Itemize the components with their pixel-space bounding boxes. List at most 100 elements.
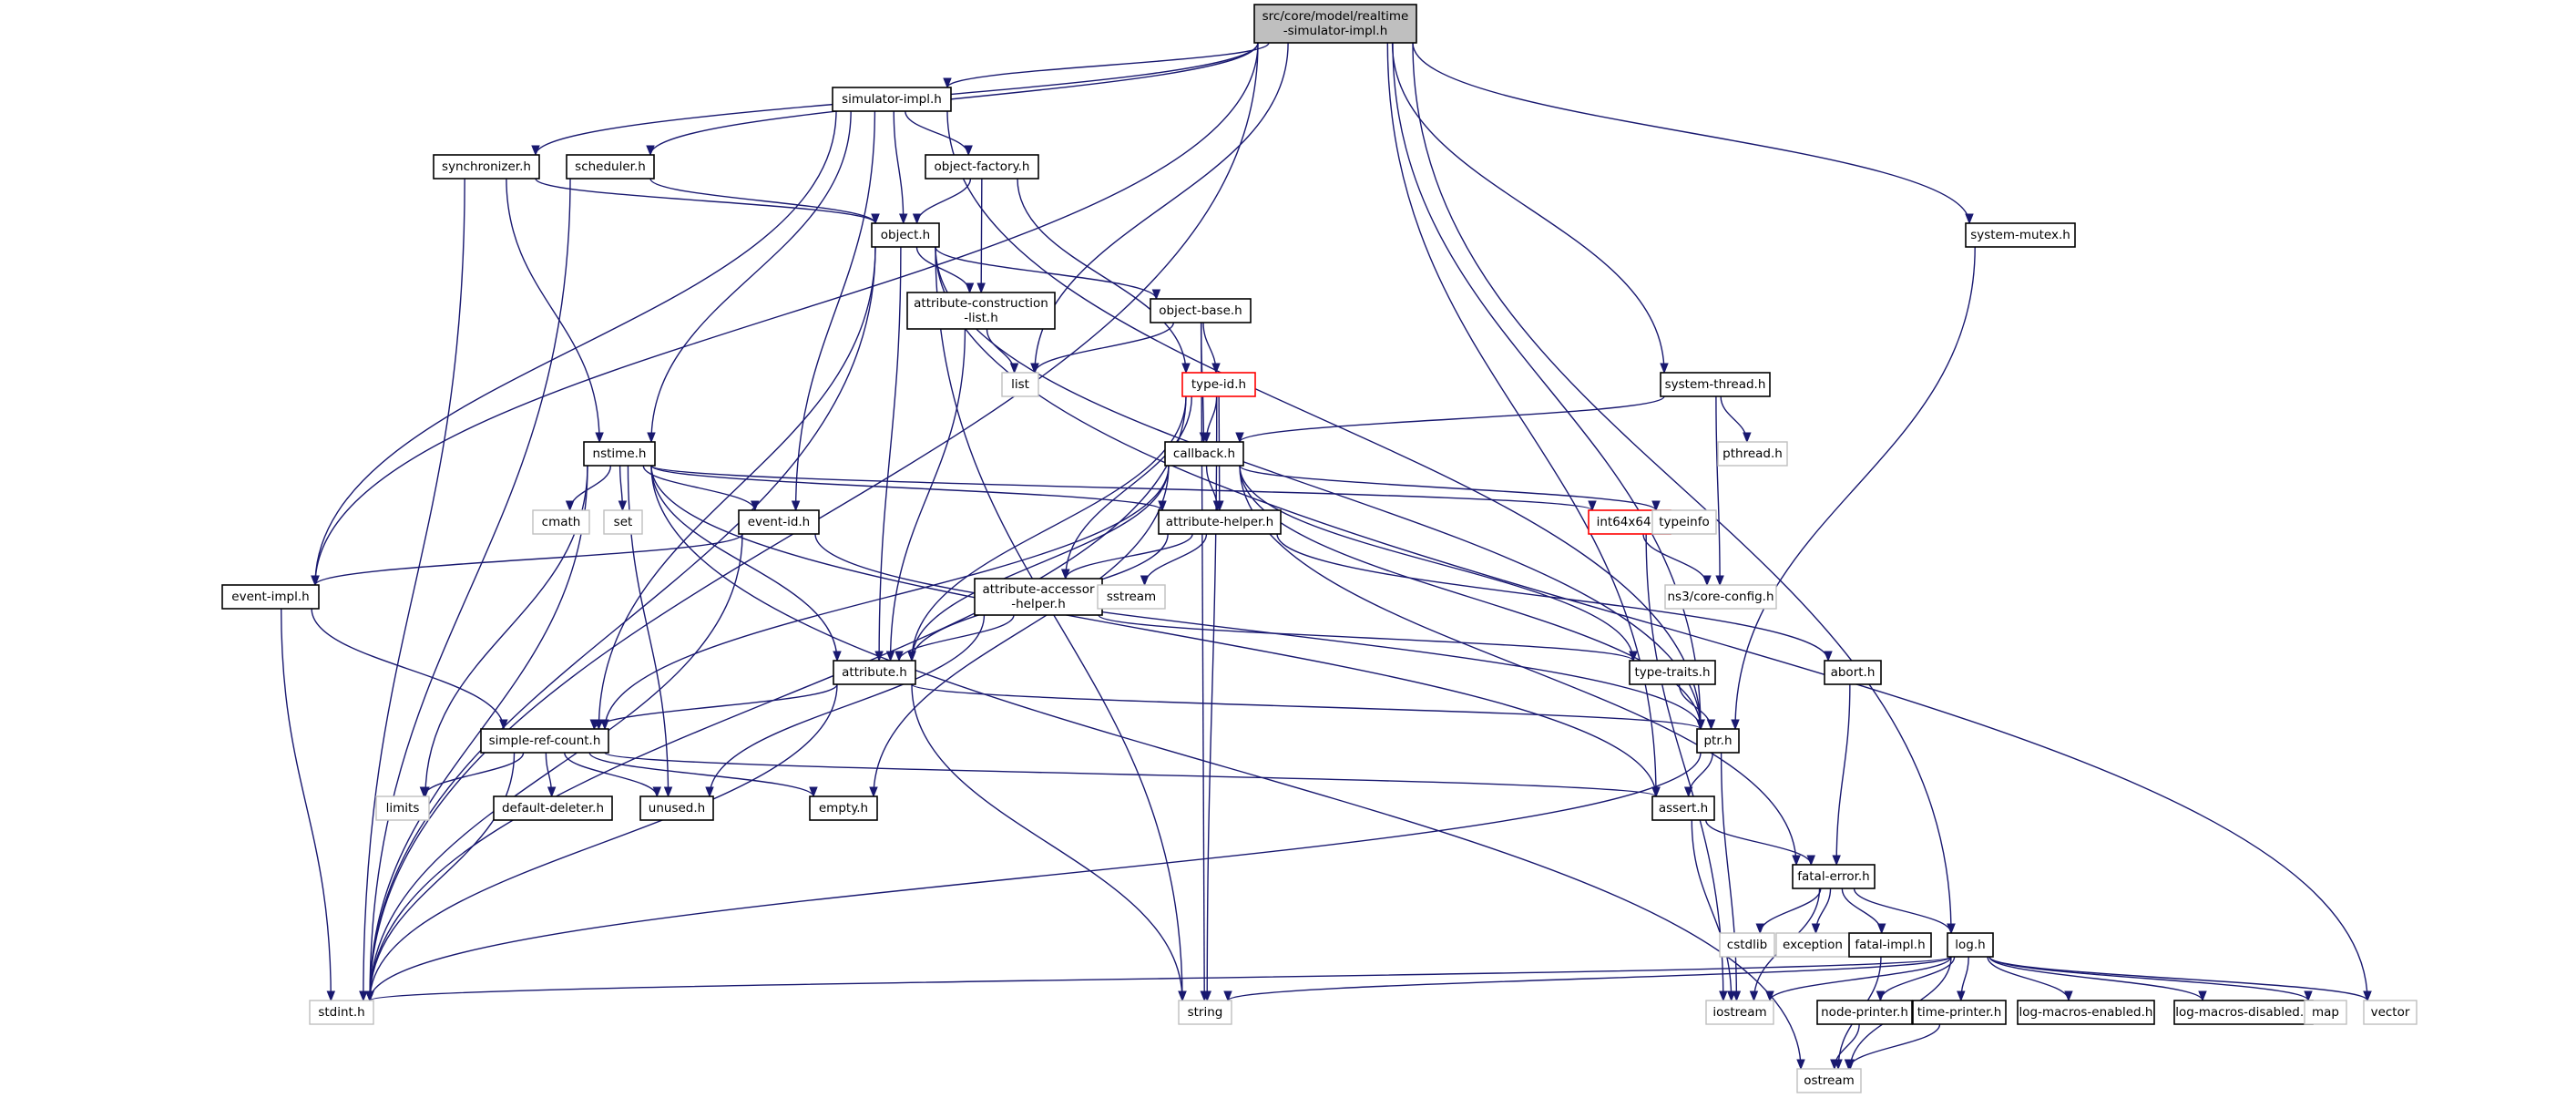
node-synchronizer[interactable]: synchronizer.h [433, 154, 540, 180]
edge-object-to-object-base [935, 246, 1161, 301]
edge-int64x64-to-ns3-core-config [1642, 533, 1712, 587]
node-attribute[interactable]: attribute.h [833, 660, 916, 685]
node-callback[interactable]: callback.h [1164, 441, 1244, 467]
node-empty[interactable]: empty.h [809, 795, 878, 821]
node-node-printer[interactable]: node-printer.h [1816, 1000, 1913, 1025]
node-event-impl[interactable]: event-impl.h [221, 584, 320, 610]
node-assert[interactable]: assert.h [1651, 795, 1715, 821]
edge-line [911, 683, 1183, 1001]
node-event-id[interactable]: event-id.h [738, 509, 820, 535]
arrowhead-icon [1726, 990, 1736, 1002]
node-attribute-construction-list[interactable]: attribute-construction-list.h [906, 292, 1056, 330]
edge-line [911, 465, 1170, 662]
arrowhead-icon [547, 786, 557, 798]
edge-log-to-node-printer [1876, 956, 1956, 1002]
node-object-factory[interactable]: object-factory.h [925, 154, 1039, 180]
arrowhead-icon [1844, 1059, 1854, 1071]
edge-event-impl-to-stdint [281, 608, 336, 1002]
edge-line [568, 465, 612, 511]
edge-nstime-to-event-id [642, 465, 760, 512]
arrowhead-icon [1212, 500, 1222, 512]
node-log-macros-enabled[interactable]: log-macros-enabled.h [2017, 1000, 2155, 1025]
node-time-printer[interactable]: time-printer.h [1912, 1000, 2007, 1025]
edge-root-to-event-impl [311, 42, 1259, 587]
edge-line [946, 42, 1270, 88]
node-simulator-impl[interactable]: simulator-impl.h [832, 87, 952, 112]
edge-log-to-string [1223, 956, 1952, 1002]
edge-scheduler-to-object [649, 178, 880, 225]
arrowhead-icon [1719, 990, 1728, 1002]
node-system-thread[interactable]: system-thread.h [1660, 372, 1771, 397]
node-simple-ref-count[interactable]: simple-ref-count.h [480, 728, 609, 754]
arrowhead-icon [1201, 432, 1211, 444]
arrowhead-icon [326, 990, 336, 1002]
edge-node-printer-to-ostream [1830, 1023, 1860, 1071]
node-label: empty.h [819, 801, 868, 816]
node-fatal-impl[interactable]: fatal-impl.h [1848, 932, 1932, 958]
node-label: log-macros-enabled.h [2019, 1005, 2153, 1020]
node-box [1947, 932, 1994, 958]
node-box [1664, 584, 1777, 610]
arrowhead-icon [1235, 432, 1244, 444]
node-root[interactable]: src/core/model/realtime-simulator-impl.h [1253, 4, 1417, 44]
node-cstdlib: cstdlib [1719, 932, 1775, 958]
arrowhead-icon [751, 500, 760, 512]
arrowhead-icon [964, 145, 973, 157]
node-log[interactable]: log.h [1947, 932, 1994, 958]
edge-line [642, 465, 756, 511]
edge-callback-to-type-traits [1239, 465, 1638, 662]
node-abort[interactable]: abort.h [1824, 660, 1882, 685]
arrowhead-icon [1061, 569, 1070, 580]
node-label: pthread.h [1722, 446, 1783, 461]
node-label: event-impl.h [231, 590, 309, 604]
arrowhead-icon [2198, 990, 2207, 1002]
arrowhead-icon [1830, 1059, 1839, 1071]
edge-line [1239, 465, 1797, 866]
arrowhead-icon [1965, 213, 1974, 225]
node-object[interactable]: object.h [871, 222, 940, 248]
node-object-base[interactable]: object-base.h [1150, 298, 1252, 323]
node-scheduler[interactable]: scheduler.h [566, 154, 655, 180]
node-box [1824, 660, 1882, 685]
arrowhead-icon [1211, 363, 1221, 375]
node-type-traits[interactable]: type-traits.h [1629, 660, 1716, 685]
arrowhead-icon [1947, 923, 1956, 935]
node-nstime[interactable]: nstime.h [583, 441, 656, 467]
edge-abort-to-fatal-error [1832, 683, 1851, 867]
edge-event-id-to-event-impl [311, 533, 743, 587]
edge-line [1705, 819, 1812, 866]
node-label: abort.h [1831, 665, 1876, 680]
node-stdint: stdint.h [309, 1000, 374, 1025]
node-attribute-accessor-helper[interactable]: attribute-accessor-helper.h [974, 578, 1103, 616]
node-unused[interactable]: unused.h [639, 795, 714, 821]
arrowhead-icon [2064, 990, 2073, 1002]
edge-line [369, 533, 743, 1001]
node-attribute-helper[interactable]: attribute-helper.h [1158, 509, 1282, 535]
arrowhead-icon [976, 282, 986, 294]
arrowhead-icon [359, 990, 368, 1002]
edge-event-id-to-ptr [814, 533, 1705, 731]
node-label: -list.h [964, 311, 998, 325]
node-type-id[interactable]: type-id.h [1181, 372, 1256, 397]
edge-line [535, 178, 876, 224]
arrowhead-icon [1749, 990, 1759, 1002]
edge-line [1034, 322, 1174, 374]
edge-line [650, 465, 1657, 797]
edge-line [281, 608, 332, 1001]
edge-nstime-to-attribute [650, 465, 842, 662]
node-default-deleter[interactable]: default-deleter.h [493, 795, 613, 821]
arrowhead-icon [1223, 990, 1232, 1002]
edge-attribute-construction-list-to-attribute [885, 328, 966, 662]
node-fatal-error[interactable]: fatal-error.h [1792, 864, 1876, 889]
node-system-mutex[interactable]: system-mutex.h [1965, 222, 2076, 248]
edge-log-to-vector [1988, 956, 2372, 1002]
node-label: simple-ref-count.h [489, 734, 601, 748]
edge-line [369, 752, 1702, 1001]
edge-type-id-to-callback [1201, 395, 1218, 444]
edge-object-to-simple-ref-count [594, 246, 876, 731]
node-log-macros-disabled[interactable]: log-macros-disabled.h [2173, 1000, 2314, 1025]
edge-line [1720, 395, 1748, 443]
edge-simulator-impl-to-object-factory [905, 110, 973, 157]
node-label: string [1188, 1005, 1223, 1020]
node-ptr[interactable]: ptr.h [1696, 728, 1740, 754]
